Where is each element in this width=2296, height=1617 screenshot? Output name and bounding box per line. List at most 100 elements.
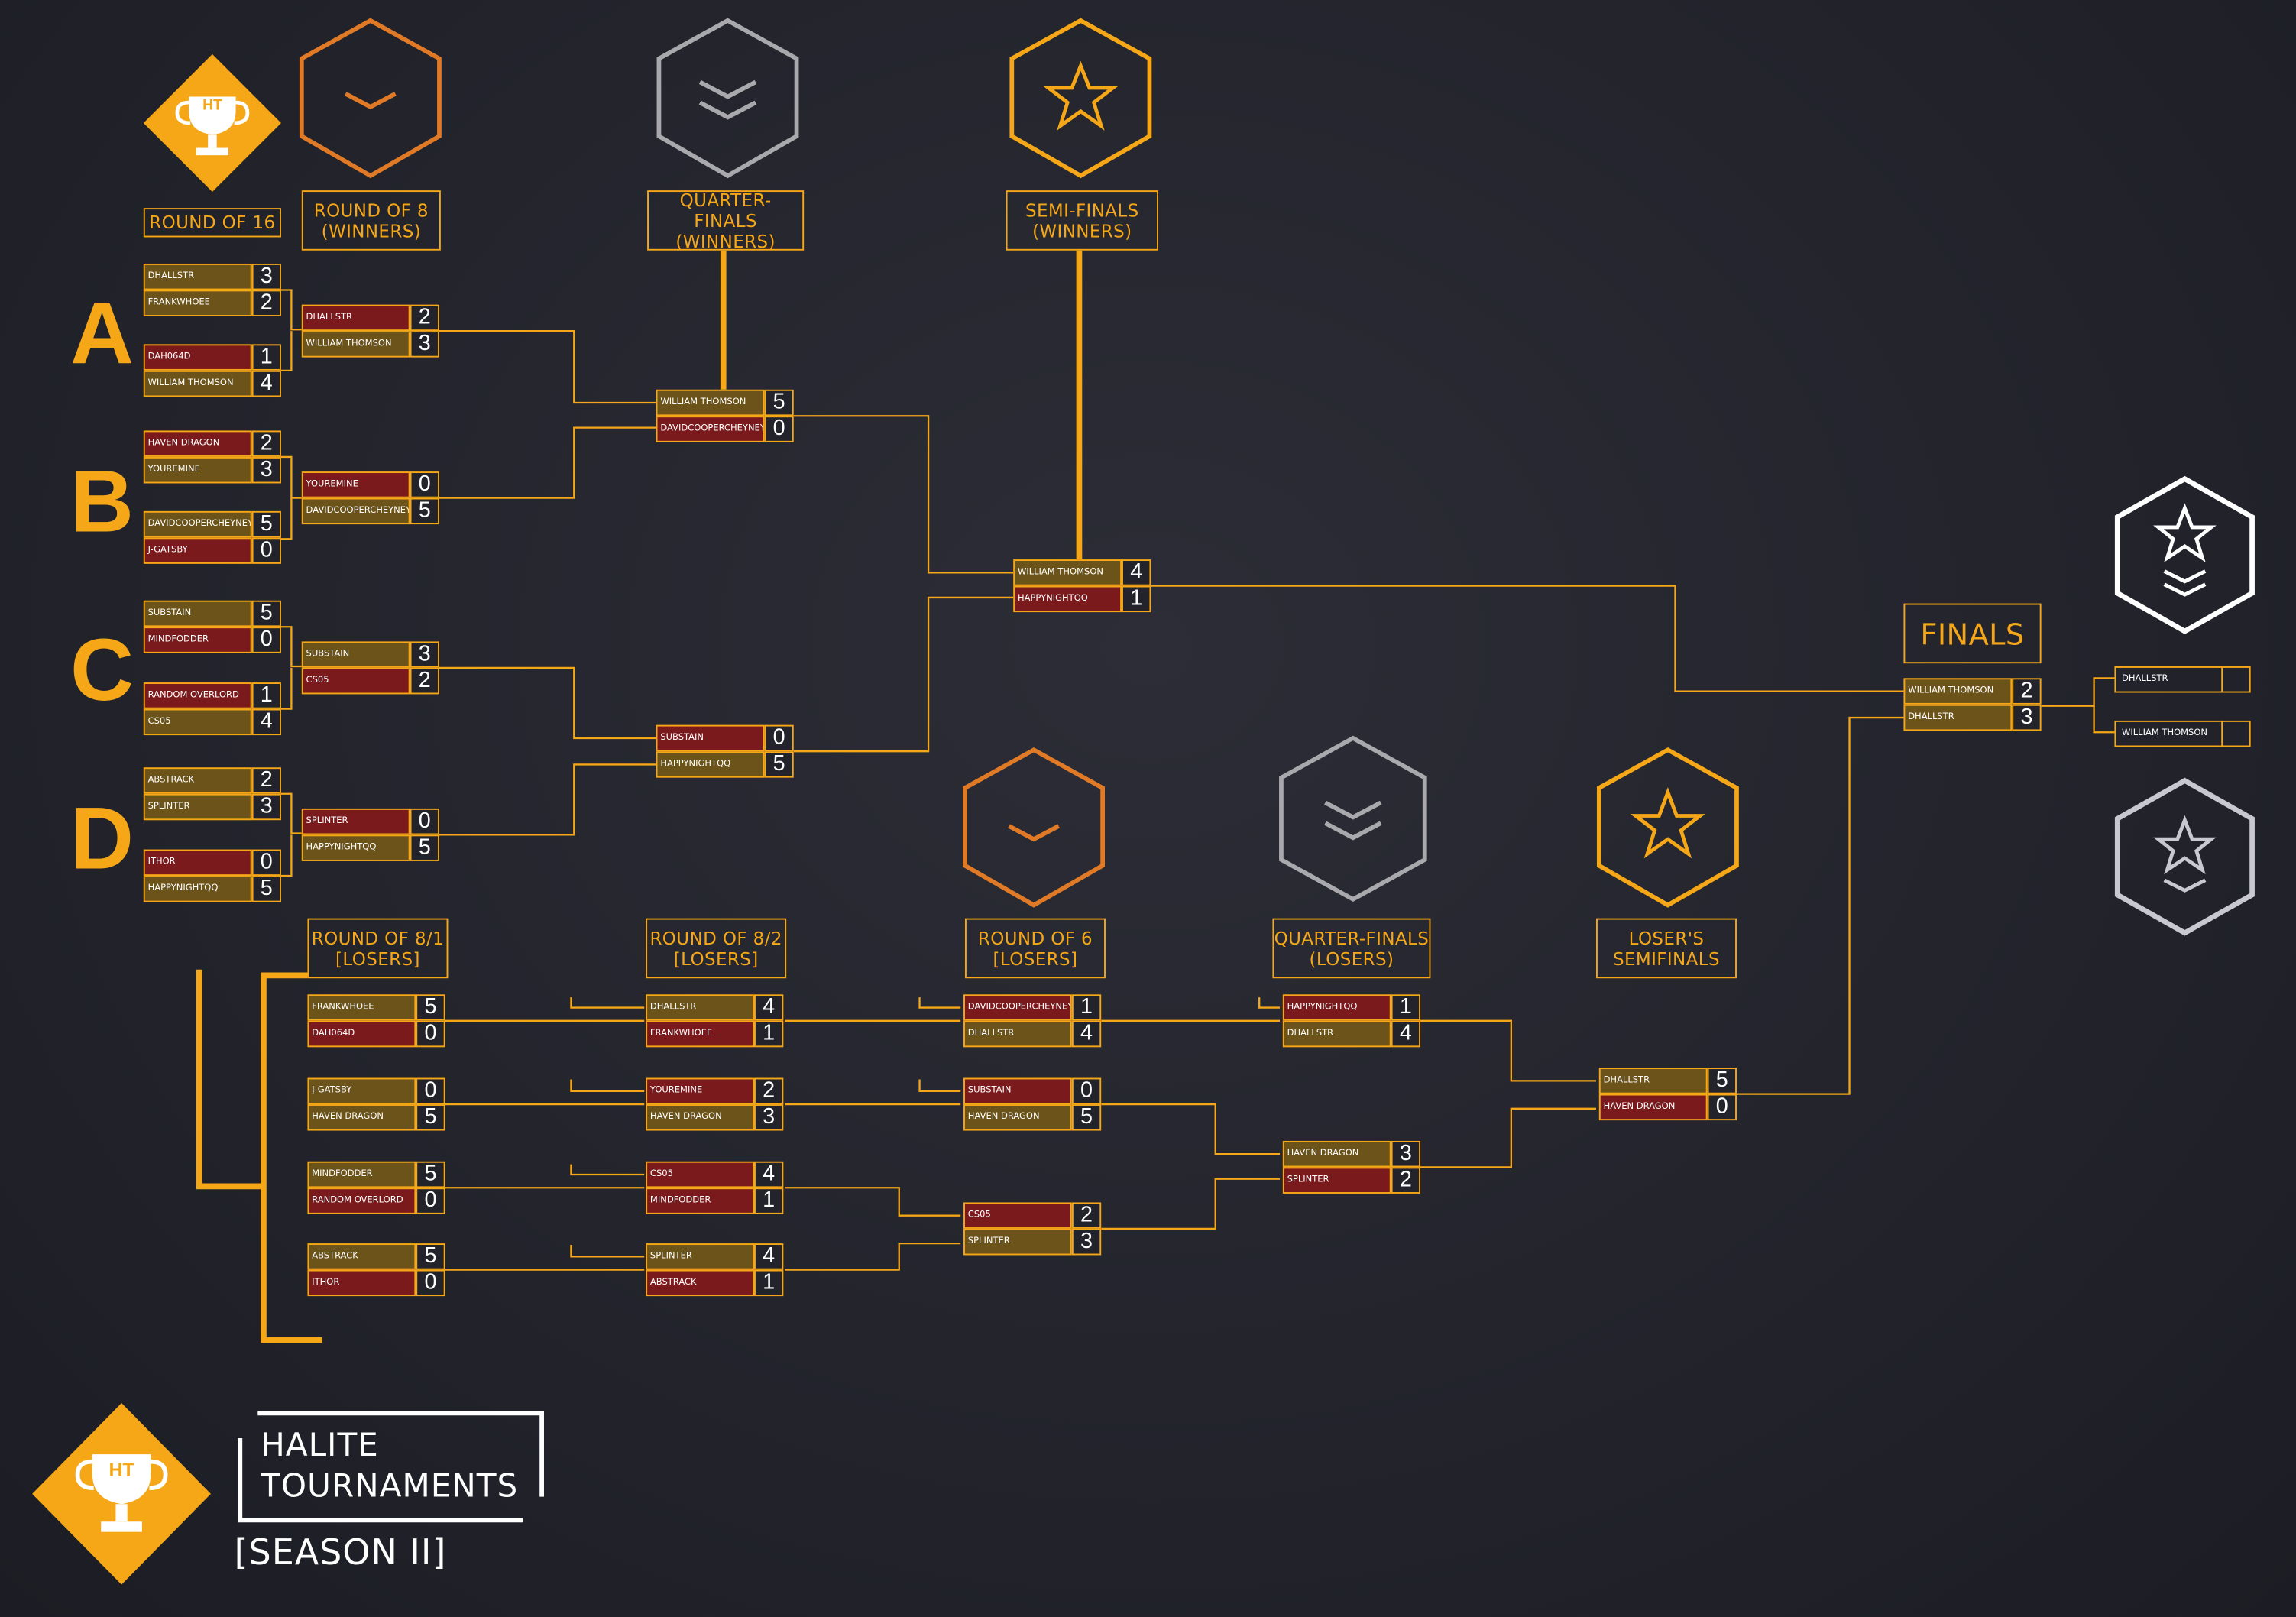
player-score: 1 (753, 1020, 784, 1048)
header-round-of-8-winners: ROUND OF 8(WINNERS) (301, 190, 441, 251)
player-score: 2 (251, 290, 281, 316)
player-score: 3 (251, 263, 281, 290)
player-score: 1 (753, 1269, 784, 1297)
player-score: 4 (753, 994, 784, 1021)
player-score: 0 (410, 808, 439, 835)
player-score: 2 (410, 304, 439, 332)
quarter-finals-losers-icon (1279, 735, 1427, 902)
header-round-of-6-losers: ROUND OF 6[LOSERS] (964, 918, 1106, 979)
player-name: J-GATSBY (307, 1077, 416, 1105)
player-name: DAH064D (143, 344, 252, 371)
player-score: 4 (251, 370, 281, 397)
player-name: RANDOM OVERLORD (307, 1188, 416, 1214)
player-score: 2 (251, 767, 281, 794)
player-name: DAVIDCOOPERCHEYNEY (963, 994, 1072, 1021)
player-name: WILLIAM THOMSON (1903, 678, 2013, 705)
player-score: 5 (416, 1161, 445, 1188)
player-name: ABSTRACK (646, 1269, 754, 1297)
player-name: HAVEN DRAGON (1282, 1140, 1391, 1168)
player-score: 5 (416, 1104, 445, 1131)
player-score: 5 (251, 876, 281, 902)
player-name: ITHOR (307, 1269, 416, 1297)
player-score: 3 (251, 793, 281, 821)
player-score: 3 (2012, 704, 2042, 731)
player-score: 0 (251, 849, 281, 877)
player-name: DHALLSTR (963, 1020, 1072, 1048)
footer-frame (238, 1411, 544, 1523)
player-name: HAPPYNIGHTQQ (1282, 994, 1391, 1021)
group-label-c: C (70, 621, 134, 720)
group-label-b: B (70, 452, 134, 551)
header-round-of-16: ROUND OF 16 (143, 208, 281, 238)
player-score: 4 (1391, 1020, 1421, 1048)
player-score: 1 (1122, 585, 1151, 613)
footer-logo-text: HT (108, 1458, 134, 1481)
player-score: 1 (251, 344, 281, 371)
player-name: ITHOR (143, 849, 252, 877)
player-name: HAPPYNIGHTQQ (143, 876, 252, 902)
brand-season: [SEASON II] (234, 1531, 447, 1573)
player-score: 5 (251, 600, 281, 627)
header-quarter-finals-winners: QUARTER-FINALS(WINNERS) (647, 190, 805, 251)
player-name: SUBSTAIN (963, 1077, 1072, 1105)
player-name: SPLINTER (646, 1243, 754, 1270)
player-name: WILLIAM THOMSON (143, 370, 252, 397)
player-name: YOUREMINE (301, 471, 410, 498)
player-name: FRANKWHOEE (307, 994, 416, 1021)
player-score: 0 (251, 627, 281, 653)
player-name: J-GATSBY (143, 537, 252, 564)
champion-slot-1: DHALLSTR (2114, 666, 2223, 693)
player-score: 0 (416, 1077, 445, 1105)
player-score: 2 (1071, 1202, 1102, 1229)
player-name: HAPPYNIGHTQQ (1013, 585, 1122, 613)
player-score: 3 (251, 456, 281, 484)
player-name: RANDOM OVERLORD (143, 682, 252, 709)
round-of-8-winners-icon (299, 18, 442, 179)
player-name: DAVIDCOOPERCHEYNEY (301, 497, 410, 525)
player-score: 5 (1071, 1104, 1102, 1131)
player-score: 3 (753, 1104, 784, 1131)
player-score: 4 (251, 708, 281, 736)
player-name: WILLIAM THOMSON (301, 331, 410, 358)
